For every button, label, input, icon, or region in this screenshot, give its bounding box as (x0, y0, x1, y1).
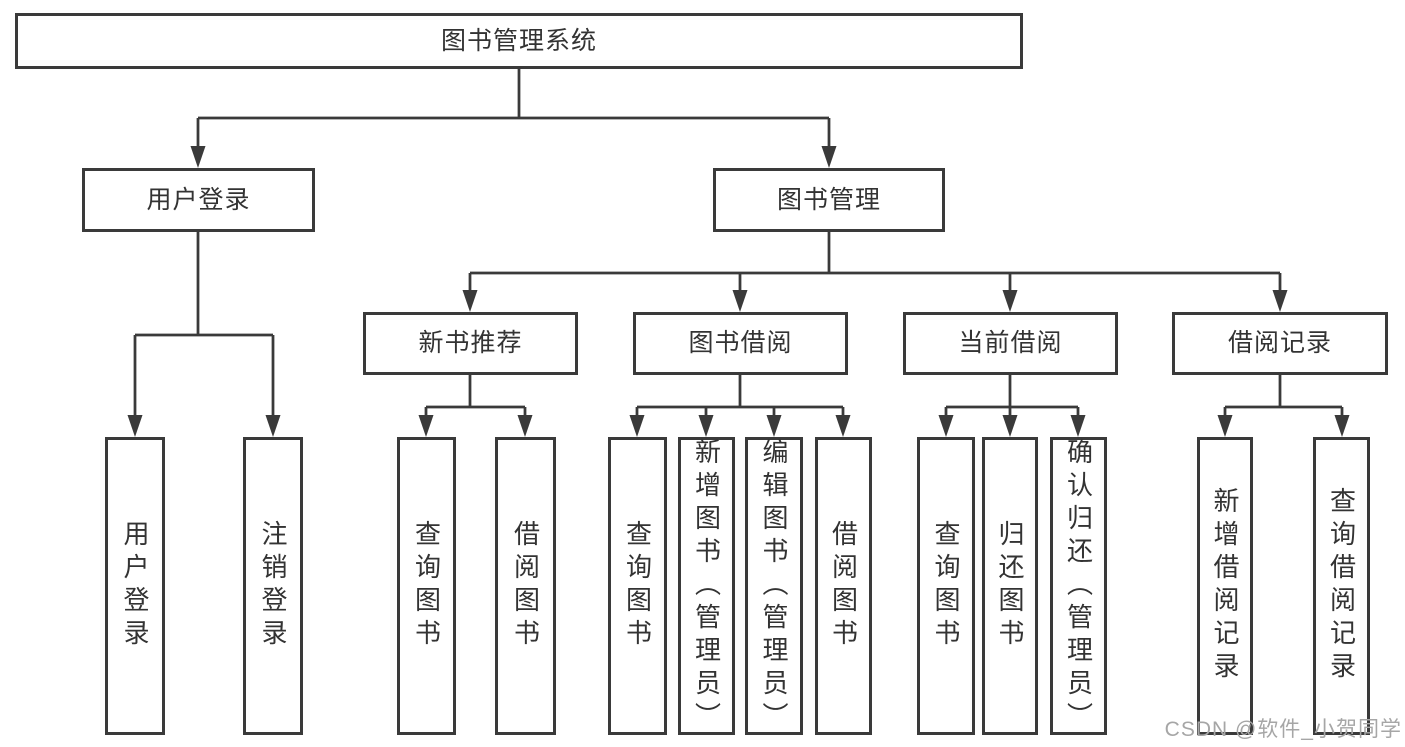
connector-book-mgmt-to-level3 (462, 232, 1288, 312)
node-label: 查询图书 (411, 520, 442, 652)
arrow-down-icon (821, 146, 837, 168)
node-label: 图书管理系统 (440, 26, 597, 55)
node-new-book-recommend: 新书推荐 (363, 312, 578, 375)
leaf-node-edit-book-admin: 编辑图书（管理员） (745, 437, 803, 735)
leaf-node-logout: 注销登录 (243, 437, 303, 735)
root-node-library-management-system: 图书管理系统 (15, 13, 1023, 69)
arrow-down-icon (418, 415, 434, 437)
arrow-down-icon (835, 415, 851, 437)
arrow-down-icon (1002, 415, 1018, 437)
leaf-node-query-book-under-current: 查询图书 (917, 437, 975, 735)
node-label: 用户登录 (146, 185, 251, 214)
node-book-management: 图书管理 (713, 168, 945, 232)
arrow-down-icon (127, 415, 143, 437)
node-label: 新书推荐 (418, 329, 523, 357)
connector-borrow-record-to-leaves (1217, 375, 1350, 437)
node-label: 借阅记录 (1227, 329, 1332, 357)
leaf-node-query-book-under-recommend: 查询图书 (397, 437, 456, 735)
node-label: 编辑图书（管理员） (759, 437, 789, 735)
node-label: 确认归还（管理员） (1063, 437, 1094, 735)
node-borrow-record: 借阅记录 (1172, 312, 1388, 375)
leaf-node-add-book-admin: 新增图书（管理员） (678, 437, 735, 735)
arrow-down-icon (517, 415, 533, 437)
connector-root-to-level2 (190, 69, 837, 168)
arrow-down-icon (190, 146, 206, 168)
arrow-down-icon (1002, 290, 1018, 312)
leaf-node-confirm-return-admin: 确认归还（管理员） (1050, 437, 1107, 735)
csdn-watermark: CSDN @软件_小贺同学 (1164, 718, 1402, 741)
arrow-down-icon (1070, 415, 1086, 437)
node-label: 注销登录 (258, 520, 288, 652)
node-label: 用户登录 (120, 520, 150, 652)
node-current-borrow: 当前借阅 (903, 312, 1118, 375)
arrow-down-icon (629, 415, 645, 437)
arrow-down-icon (462, 290, 478, 312)
connector-book-borrow-to-leaves (629, 375, 851, 437)
node-label: 图书管理 (776, 185, 881, 214)
leaf-node-query-book-under-borrow: 查询图书 (608, 437, 667, 735)
node-label: 新增图书（管理员） (691, 437, 722, 735)
arrow-down-icon (1272, 290, 1288, 312)
arrow-down-icon (698, 415, 714, 437)
arrow-down-icon (1217, 415, 1233, 437)
connector-user-login-to-leaves (127, 232, 281, 437)
arrow-down-icon (732, 290, 748, 312)
node-label: 新增借阅记录 (1210, 487, 1240, 685)
node-label: 查询借阅记录 (1326, 487, 1357, 685)
node-label: 归还图书 (995, 520, 1025, 652)
leaf-node-borrow-book: 借阅图书 (815, 437, 872, 735)
node-label: 当前借阅 (958, 329, 1063, 357)
leaf-node-borrow-book-under-recommend: 借阅图书 (495, 437, 556, 735)
connector-new-book-rec-to-leaves (418, 375, 533, 437)
leaf-node-return-book: 归还图书 (982, 437, 1038, 735)
leaf-node-user-login: 用户登录 (105, 437, 165, 735)
arrow-down-icon (766, 415, 782, 437)
node-label: 借阅图书 (828, 520, 859, 652)
leaf-node-add-borrow-record: 新增借阅记录 (1197, 437, 1253, 735)
node-label: 图书借阅 (688, 329, 793, 357)
arrow-down-icon (265, 415, 281, 437)
node-label: 借阅图书 (510, 520, 541, 652)
node-label: 查询图书 (931, 520, 961, 652)
leaf-node-query-borrow-record: 查询借阅记录 (1313, 437, 1370, 735)
arrow-down-icon (938, 415, 954, 437)
node-user-login: 用户登录 (82, 168, 315, 232)
arrow-down-icon (1334, 415, 1350, 437)
connector-current-borrow-to-leaves (938, 375, 1086, 437)
node-book-borrow: 图书借阅 (633, 312, 848, 375)
node-label: 查询图书 (622, 520, 653, 652)
